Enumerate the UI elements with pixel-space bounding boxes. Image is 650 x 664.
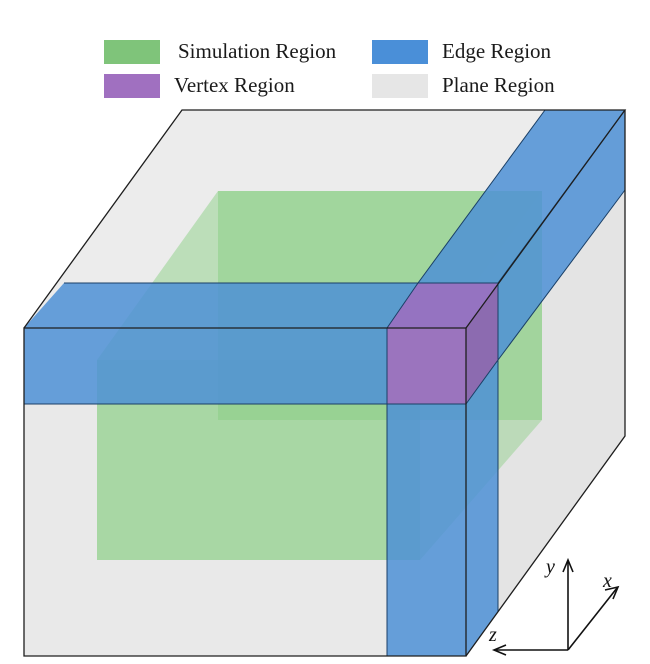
edge-region-z-top: [418, 110, 625, 283]
legend-item-edge: Edge Region: [372, 39, 551, 64]
axis-indicator: [491, 557, 620, 656]
edge-region-y-side: [466, 360, 498, 656]
legend-label-vertex: Vertex Region: [174, 73, 295, 97]
y-axis-label: y: [544, 556, 555, 578]
edge-region-x-front: [24, 328, 387, 404]
legend-item-vertex: Vertex Region: [104, 73, 295, 98]
legend-label-edge: Edge Region: [442, 39, 552, 63]
plane-swatch: [372, 73, 428, 98]
edge-region-x-top: [24, 283, 498, 328]
x-axis-label: x: [602, 570, 612, 592]
z-axis-label: z: [488, 624, 497, 646]
simulation-swatch: [104, 39, 160, 64]
simulation-region-front-face: [97, 360, 420, 560]
legend-label-simulation: Simulation Region: [178, 39, 337, 63]
edge-region-z-side: [498, 110, 625, 360]
vertex-region-top: [387, 283, 498, 328]
legend: Simulation Region Edge Region Vertex Reg…: [0, 0, 650, 110]
cube-side-face: [466, 110, 625, 656]
edge-swatch: [372, 39, 428, 64]
vertex-region-front: [387, 328, 466, 404]
edge-region-y-front: [387, 404, 466, 656]
legend-item-simulation: Simulation Region: [104, 39, 336, 64]
cube-outline: [23, 109, 627, 657]
vertex-region-side: [466, 283, 498, 404]
region-outlines: [24, 109, 626, 656]
vertex-swatch: [104, 73, 160, 98]
legend-label-plane: Plane Region: [442, 73, 555, 97]
legend-item-plane: Plane Region: [372, 73, 555, 98]
